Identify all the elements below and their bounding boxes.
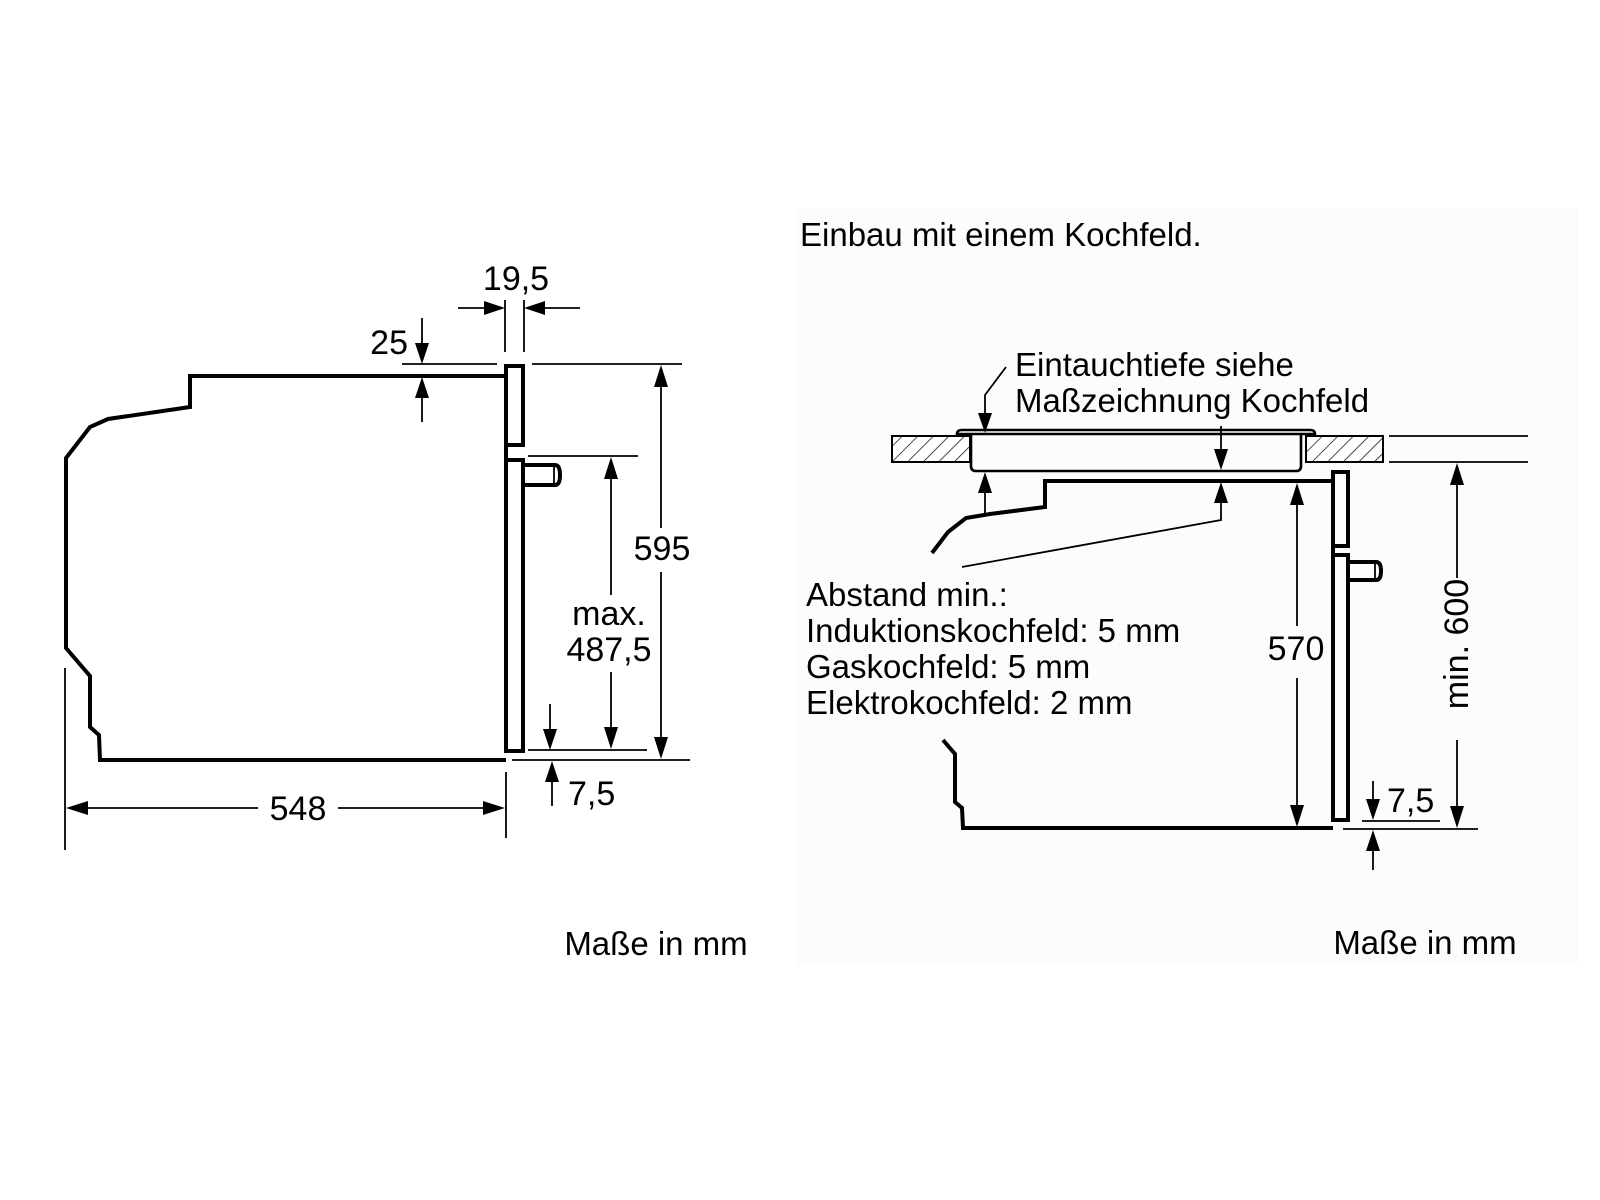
clearance-item-gas: Gaskochfeld: 5 mm — [806, 648, 1090, 685]
countertop-right — [1305, 435, 1384, 463]
arrowhead — [484, 301, 505, 315]
dim-label-top-offset: 25 — [370, 324, 408, 362]
left-view: 19,5 25 595 max. 487,5 7,5 — [64, 260, 748, 962]
dim-label-total-height: 595 — [634, 530, 691, 568]
dim-label-max-value: 487,5 — [566, 631, 651, 669]
door-lower-panel — [504, 452, 525, 753]
door-upper-panel — [504, 364, 525, 447]
door-handle-knob — [523, 463, 563, 487]
oven-body-outline-right — [930, 479, 1333, 555]
countertop-left — [891, 435, 971, 463]
door-upper-panel-right — [1331, 470, 1350, 548]
right-panel-background — [797, 208, 1578, 965]
clearance-item-electric: Elektrokochfeld: 2 mm — [806, 684, 1132, 721]
dim-label-door-thickness: 19,5 — [483, 260, 549, 298]
right-view: Einbau mit einem Kochfeld. Eintauchtiefe… — [800, 216, 1528, 961]
clearance-item-induction: Induktionskochfeld: 5 mm — [806, 612, 1180, 649]
dim-label-oven-height: 570 — [1268, 630, 1325, 668]
hob-note-line-2: Maßzeichnung Kochfeld — [1015, 382, 1369, 419]
hob-body — [969, 434, 1303, 473]
dim-label-max: max. — [572, 595, 646, 633]
oven-body-outline — [64, 374, 506, 762]
dim-label-niche-height: min. 600 — [1438, 579, 1476, 709]
right-view-title: Einbau mit einem Kochfeld. — [800, 216, 1202, 253]
door-lower-panel-right — [1331, 546, 1350, 822]
dim-label-bottom-offset: 7,5 — [568, 775, 615, 813]
clearance-heading: Abstand min.: — [806, 576, 1008, 613]
dim-label-bottom-offset-right: 7,5 — [1387, 782, 1434, 820]
dim-label-depth: 548 — [270, 790, 327, 828]
left-caption-units: Maße in mm — [564, 925, 747, 962]
hob-note-line-1: Eintauchtiefe siehe — [1015, 346, 1294, 383]
right-caption-units: Maße in mm — [1333, 924, 1516, 961]
hob-top-plate — [955, 428, 1317, 436]
door-handle-knob-right — [1348, 560, 1384, 582]
